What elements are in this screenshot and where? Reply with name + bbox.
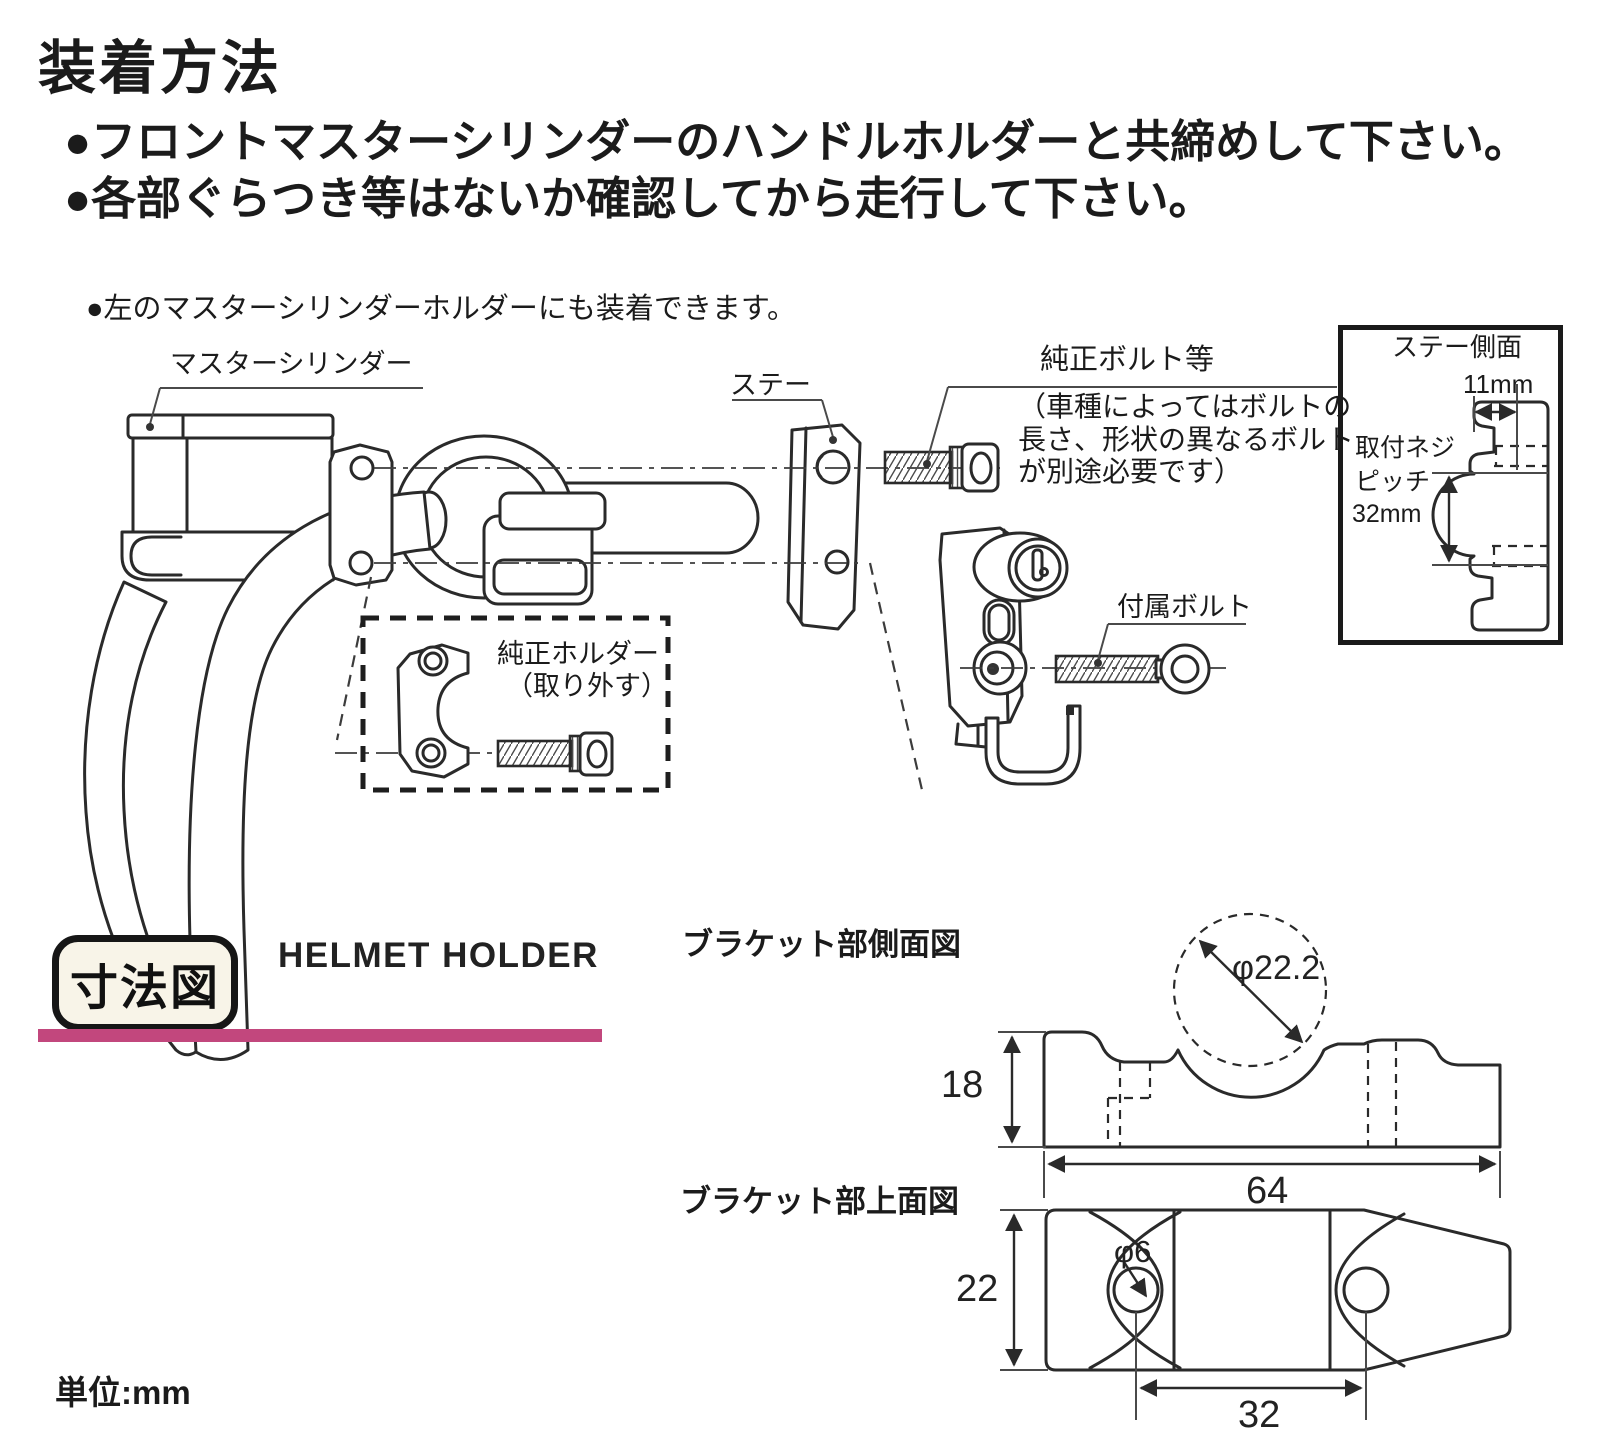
page-title: 装着方法 (38, 36, 283, 101)
stay-side-inset-title: ステー側面 (1392, 332, 1523, 362)
product-name: HELMET HOLDER (278, 936, 599, 975)
accent-divider-bar (38, 1029, 602, 1042)
stay-side-inset-box (1338, 325, 1563, 645)
hole-pitch-dim: 32 (1238, 1394, 1281, 1436)
pitch-label-line3: 32mm (1352, 500, 1422, 528)
stay-drawing (786, 423, 862, 631)
helmet-holder-drawing (938, 526, 1069, 750)
pitch-label-line1: 取付ネジ (1355, 434, 1456, 462)
bar-diameter-dim: φ22.2 (1232, 949, 1321, 987)
dimension-badge: 寸法図 (52, 935, 238, 1031)
unit-label: 単位:mm (55, 1374, 191, 1411)
genuine-holder-sub-label: （取り外す） (506, 671, 668, 701)
stay-label: ステー (730, 370, 811, 400)
bracket-side-view-drawing (998, 912, 1502, 1198)
genuine-bolt-note-line3: が別途必要です） (1018, 456, 1243, 487)
left-holder-note: ●左のマスターシリンダーホルダーにも装着できます。 (86, 293, 797, 325)
label-leader-lines (146, 386, 1337, 667)
bracket-width-dim: 64 (1246, 1170, 1289, 1212)
genuine-bolt-note-line1: （車種によってはボルトの (1018, 391, 1352, 422)
bracket-depth-dim: 22 (956, 1268, 999, 1310)
instruction-bullet-2: ●各部ぐらつき等はないか確認してから走行して下さい。 (64, 173, 1214, 224)
clamp-drawing (328, 443, 394, 587)
throttle-housing-drawing (393, 434, 607, 606)
genuine-bolt-label: 純正ボルト等 (1040, 344, 1215, 376)
pitch-label-line2: ピッチ (1355, 468, 1431, 496)
handlebar-bend-drawing (187, 490, 448, 1061)
dimension-badge-text: 寸法図 (69, 962, 220, 1015)
master-cylinder-label: マスターシリンダー (170, 349, 413, 379)
bracket-top-view-drawing (1000, 1208, 1512, 1420)
alignment-centerlines (335, 467, 1226, 791)
genuine-holder-drawing (360, 615, 671, 793)
top-view-label: ブラケット部上面図 (680, 1184, 959, 1219)
stay-width-dim-label: 11mm (1463, 369, 1534, 399)
bracket-height-dim: 18 (941, 1064, 984, 1106)
side-view-label: ブラケット部側面図 (682, 927, 961, 962)
included-bolt-label: 付属ボルト (1117, 592, 1252, 622)
genuine-bolt-note-line2: 長さ、形状の異なるボルト (1018, 423, 1355, 455)
instruction-bullet-1: ●フロントマスターシリンダーのハンドルホルダーと共締めして下さい。 (64, 116, 1529, 167)
included-bolt-drawing (1054, 643, 1211, 695)
genuine-bolt-note: （車種によってはボルトの 長さ、形状の異なるボルト が別途必要です） (1018, 391, 1354, 489)
hook-drawing (984, 704, 1082, 786)
hole-diameter-dim: φ6 (1114, 1234, 1152, 1269)
genuine-holder-label: 純正ホルダー (497, 639, 659, 669)
stay-profile-drawing (1431, 384, 1550, 632)
genuine-bolt-drawing (883, 442, 1000, 493)
